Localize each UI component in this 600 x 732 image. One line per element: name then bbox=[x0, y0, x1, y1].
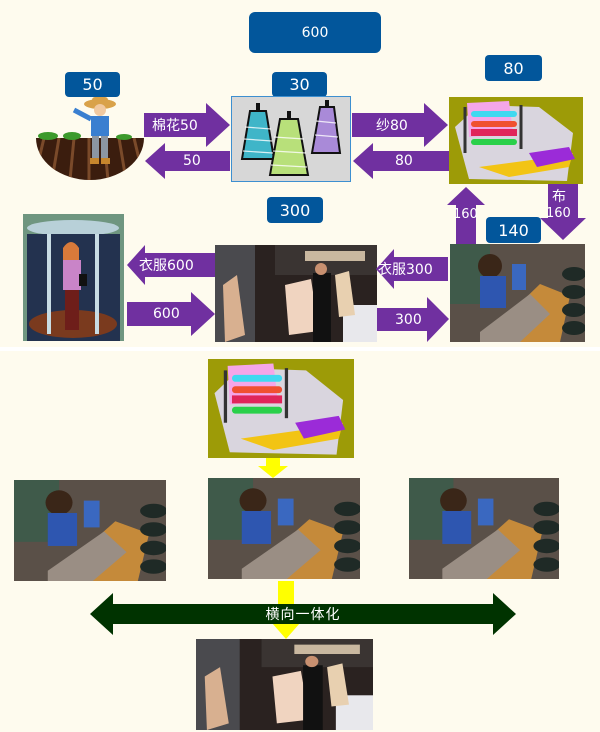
garment-factory-image bbox=[450, 244, 585, 342]
arrow-yarn-label: 纱80 bbox=[376, 118, 408, 134]
arrow-cloth-label: 布 bbox=[552, 189, 566, 205]
farmer-image bbox=[34, 96, 146, 180]
garment-factory-image-left bbox=[14, 480, 166, 581]
arrow-clothes-to-retail-payment-label: 300 bbox=[395, 311, 422, 328]
spinning-badge: 30 bbox=[272, 72, 327, 97]
spinning-image bbox=[231, 96, 351, 182]
retail-badge: 300 bbox=[267, 197, 323, 223]
arrow-cloth-payment: 160 bbox=[447, 187, 485, 244]
farmer-badge: 50 bbox=[65, 72, 120, 97]
arrow-cotton: 棉花50 bbox=[144, 103, 230, 147]
arrow-clothes-to-consumer-payment-label: 600 bbox=[153, 306, 180, 322]
arrow-clothes-to-retail-payment: 300 bbox=[377, 297, 449, 342]
garment-factory-image-center bbox=[208, 478, 360, 579]
arrow-cotton-payment: 50 bbox=[145, 143, 230, 179]
retail-store-image bbox=[215, 245, 377, 342]
total-badge: 600 bbox=[249, 12, 381, 53]
arrow-clothes-to-consumer: 衣服600 bbox=[127, 245, 215, 285]
arrow-yarn-payment: 80 bbox=[353, 143, 449, 179]
section-divider bbox=[0, 347, 600, 351]
arrow-cloth-amount: 160 bbox=[546, 206, 571, 221]
horizontal-integration-label: 横向一体化 bbox=[265, 607, 341, 623]
consumer-image bbox=[23, 214, 124, 341]
arrow-clothes-to-retail-label: 衣服300 bbox=[378, 262, 433, 278]
arrow-cloth-payment-label: 160 bbox=[453, 207, 478, 222]
horizontal-integration-arrow: 横向一体化 bbox=[90, 593, 516, 635]
arrow-clothes-to-consumer-payment: 600 bbox=[127, 292, 215, 336]
arrow-clothes-to-consumer-label: 衣服600 bbox=[139, 258, 194, 274]
arrow-cotton-payment-label: 50 bbox=[183, 153, 201, 169]
garment-factory-image-right bbox=[409, 478, 559, 579]
dyeing-image bbox=[449, 97, 583, 184]
garment-badge: 140 bbox=[486, 217, 541, 243]
vertical-arrow-top bbox=[258, 458, 288, 478]
arrow-cotton-label: 棉花50 bbox=[152, 118, 198, 134]
arrow-yarn-payment-label: 80 bbox=[395, 153, 413, 169]
retail-store-image-bottom bbox=[196, 639, 373, 730]
arrow-cloth: 布 160 bbox=[540, 184, 586, 240]
dyeing-badge: 80 bbox=[485, 55, 542, 81]
arrow-yarn: 纱80 bbox=[352, 103, 448, 147]
dyeing-image-bottom bbox=[208, 359, 354, 458]
arrow-clothes-to-retail: 衣服300 bbox=[376, 249, 448, 289]
